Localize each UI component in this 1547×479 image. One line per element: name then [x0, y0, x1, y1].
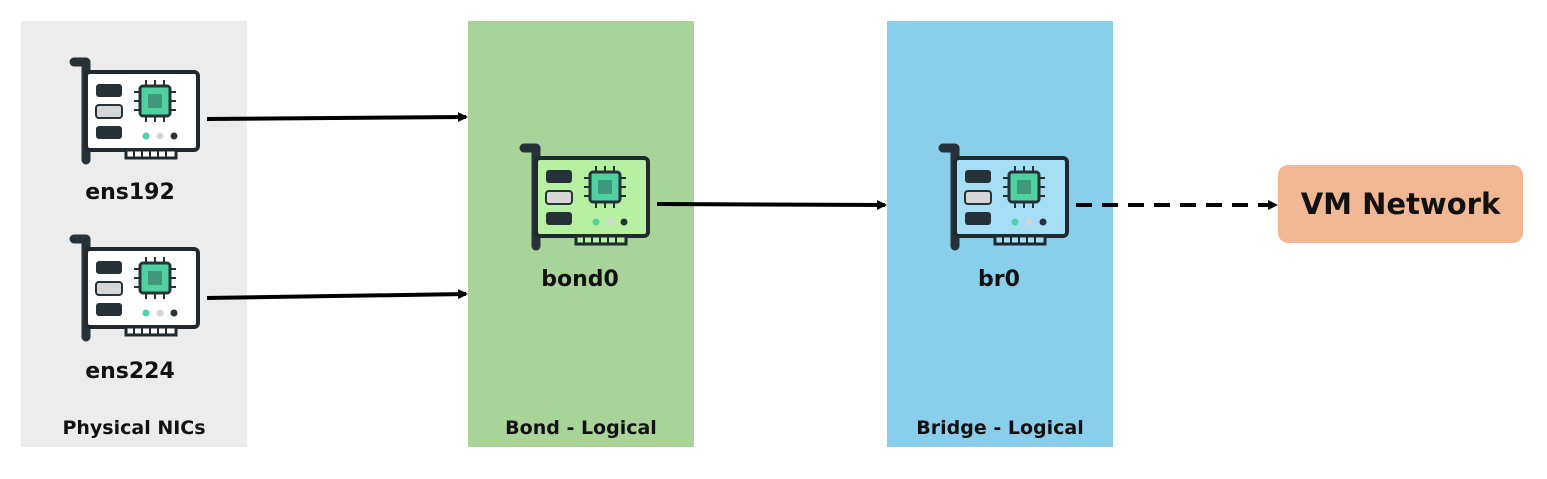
vm-network-label: VM Network	[1300, 187, 1501, 221]
ens224-nic-icon	[60, 233, 200, 343]
bond0-nic-icon	[510, 142, 650, 252]
ens192-label: ens192	[85, 180, 175, 205]
bond-logical-caption: Bond - Logical	[505, 417, 657, 439]
ens224-label: ens224	[85, 359, 175, 384]
ens192-nic-icon	[60, 56, 200, 166]
br0-label: br0	[978, 267, 1020, 292]
bridge-logical-caption: Bridge - Logical	[916, 417, 1084, 439]
bond0-label: bond0	[541, 267, 619, 292]
vm-network-box: VM Network	[1278, 165, 1523, 243]
br0-nic-icon	[929, 142, 1069, 252]
physical-nics-caption: Physical NICs	[62, 417, 206, 439]
bridge-logical-panel: Bridge - Logical	[887, 21, 1113, 447]
